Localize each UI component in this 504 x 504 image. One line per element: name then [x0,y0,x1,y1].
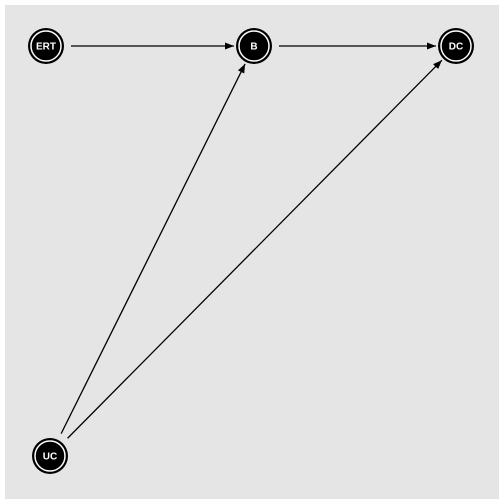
node-ert: ERT [28,28,64,64]
node-inner-ring [440,30,472,62]
node-inner-ring [34,440,66,472]
edges-layer [60,42,443,439]
node-label: UC [43,452,57,463]
node-b: B [236,28,272,64]
node-inner-ring [30,30,62,62]
node-label: DC [449,42,463,53]
node-label: ERT [36,42,56,53]
node-uc: UC [32,438,68,474]
node-label: B [250,42,257,53]
edge-uc-to-b [60,63,246,434]
nodes-layer: ERT B DC UC [28,28,474,474]
node-inner-ring [238,30,270,62]
node-dc: DC [438,28,474,64]
edge-uc-to-dc [67,59,443,439]
